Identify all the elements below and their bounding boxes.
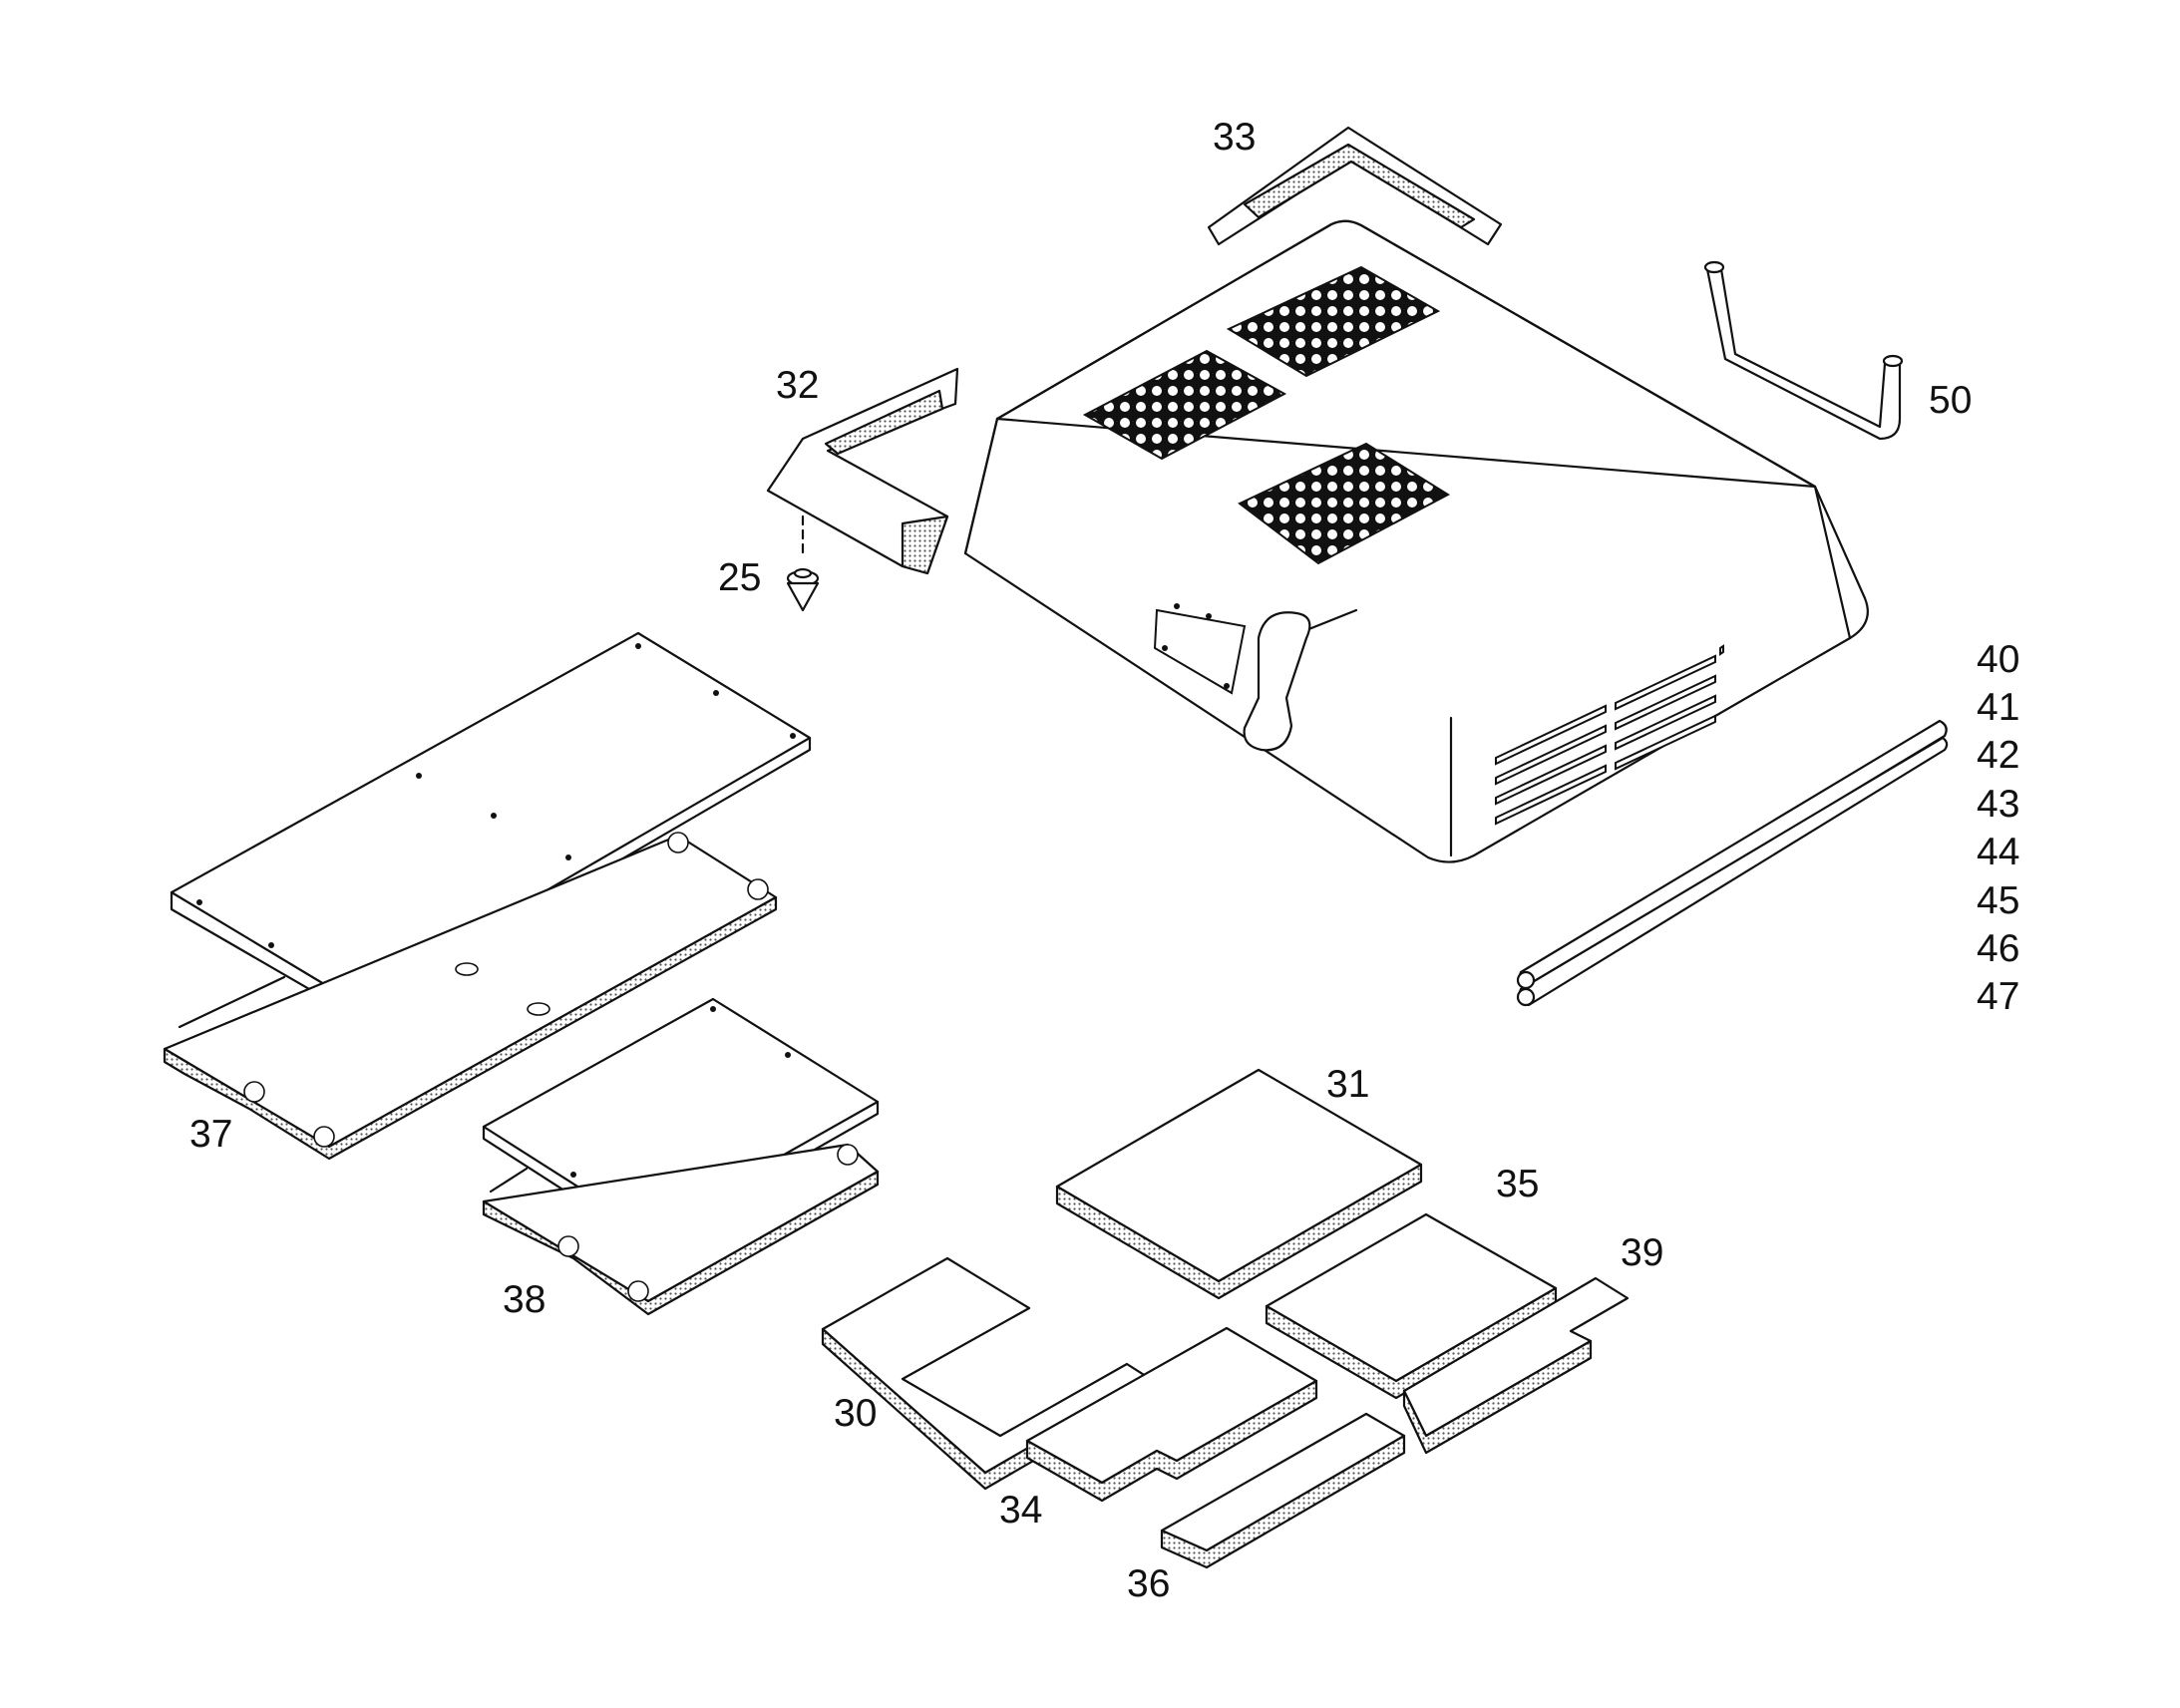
part-34-pad (1025, 1326, 1318, 1503)
callout-30: 30 (834, 1392, 878, 1435)
callout-35: 35 (1496, 1163, 1540, 1205)
part-36-insulation-pad (163, 832, 778, 1161)
callout-34: 34 (999, 1489, 1043, 1532)
callout-38: 36 (1127, 1562, 1171, 1605)
callout-39: 39 (1621, 1231, 1664, 1274)
callout-44: 44 (1977, 831, 2020, 873)
callout-32: 32 (776, 364, 820, 407)
callout-37: 38 (503, 1278, 546, 1321)
part-37-insulation-pad (482, 1143, 880, 1316)
side-louvers (1495, 644, 1724, 826)
part-38-pad (1160, 1412, 1406, 1569)
part-31-pad (1055, 1068, 1423, 1300)
gasket-strips (1516, 719, 1949, 1007)
callout-43: 43 (1977, 783, 2020, 826)
part-50-handle (1703, 260, 1904, 441)
callout-31: 31 (1326, 1063, 1370, 1106)
callout-42: 42 (1977, 734, 2020, 777)
part-32-corner-bumper (766, 367, 959, 575)
housing-cover (963, 219, 1869, 863)
callout-41: 41 (1977, 686, 2020, 729)
callout-47: 47 (1977, 975, 2020, 1018)
part-25-foot (786, 567, 820, 612)
callout-50: 50 (1929, 379, 1973, 422)
callout-45: 45 (1977, 879, 2020, 922)
part-33-corner-bumper (1207, 126, 1503, 246)
callout-33: 33 (1213, 116, 1257, 159)
part-39-pad (1402, 1276, 1630, 1455)
callout-36: 37 (189, 1113, 233, 1156)
callout-25: 25 (718, 556, 762, 599)
callout-46: 46 (1977, 927, 2020, 970)
callout-40: 40 (1977, 638, 2020, 681)
